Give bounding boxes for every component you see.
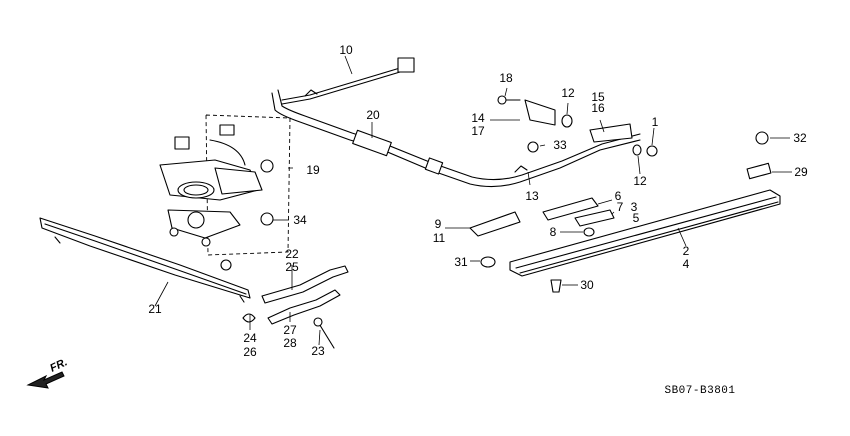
callout-21: 21	[148, 302, 162, 316]
callout-14: 14	[471, 111, 485, 125]
callout-33: 33	[553, 138, 567, 152]
callout-2: 2	[683, 244, 690, 258]
callout-18: 18	[499, 71, 513, 85]
callout-12-lower: 12	[633, 174, 647, 188]
upper-fittings	[497, 95, 769, 157]
callout-32: 32	[793, 131, 807, 145]
callout-16: 16	[591, 101, 605, 115]
motor-assembly	[159, 114, 291, 271]
callout-17: 17	[471, 124, 485, 138]
diagram-code: SB07-B3801	[664, 385, 735, 397]
guide-rail	[509, 162, 781, 277]
callout-20: 20	[366, 108, 380, 122]
callout-22: 22	[285, 247, 299, 261]
callout-4: 4	[683, 257, 690, 271]
callout-labels: 10 18 12 15 16 20 14 17 1 32 33 19 12 29…	[148, 43, 808, 359]
callout-9: 9	[435, 217, 442, 231]
callout-24: 24	[243, 331, 257, 345]
front-direction-label: FR.	[48, 356, 69, 374]
callout-31: 31	[454, 255, 468, 269]
callout-30: 30	[580, 278, 594, 292]
front-direction-arrow-icon	[26, 371, 65, 389]
front-rail	[39, 217, 251, 303]
callout-10: 10	[339, 43, 353, 57]
callout-11: 11	[433, 231, 446, 245]
callout-8: 8	[550, 225, 557, 239]
callout-29: 29	[794, 165, 808, 179]
callout-3: 3	[631, 200, 638, 214]
callout-26: 26	[243, 345, 257, 359]
callout-6: 6	[615, 189, 622, 203]
callout-27: 27	[283, 323, 297, 337]
callout-23: 23	[311, 344, 325, 358]
leader-lines	[154, 55, 792, 346]
linkage-arms	[242, 265, 349, 349]
callout-13: 13	[525, 189, 539, 203]
callout-12-upper: 12	[561, 86, 575, 100]
callout-1: 1	[652, 115, 659, 129]
slide-brackets	[469, 197, 615, 293]
callout-25: 25	[285, 260, 299, 274]
callout-5: 5	[633, 211, 640, 225]
callout-28: 28	[283, 336, 297, 350]
cable-assembly	[271, 57, 641, 188]
callout-7: 7	[617, 200, 624, 214]
callout-34: 34	[293, 213, 307, 227]
callout-15: 15	[591, 90, 605, 104]
callout-19: 19	[306, 163, 320, 177]
